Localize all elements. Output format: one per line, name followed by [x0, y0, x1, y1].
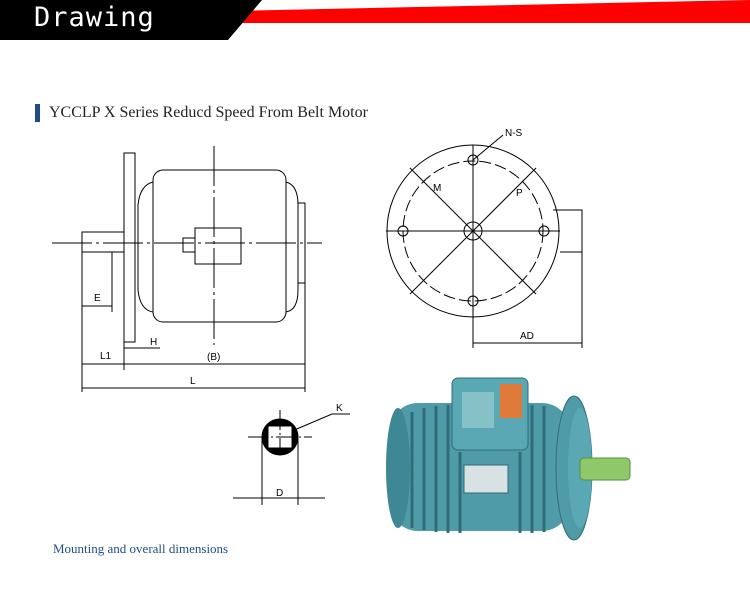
label-ad: AD [520, 331, 534, 342]
label-k: K [336, 403, 343, 414]
body-rear-curve [285, 181, 299, 313]
shaft-section-view [233, 410, 350, 505]
label-d: D [276, 488, 283, 499]
label-e: E [94, 293, 101, 304]
terminal-box [194, 227, 242, 265]
motor-end-view [386, 134, 583, 348]
label-ns: N-S [505, 128, 523, 139]
label-l1: L1 [100, 351, 112, 362]
terminal-plug [182, 237, 196, 253]
header-bar: Drawing [0, 0, 750, 40]
header-red-stripe [180, 0, 750, 23]
end-diagonal-2 [409, 167, 537, 295]
label-p: P [516, 188, 523, 199]
header-black-block [0, 0, 262, 40]
label-l: L [190, 376, 196, 387]
motor-body [152, 169, 287, 323]
motor-side-view [52, 146, 322, 392]
side-terminal-box [553, 209, 583, 253]
label-m: M [433, 183, 441, 194]
electric-motor-photo [386, 377, 631, 541]
shaft [81, 231, 125, 253]
label-h: H [150, 337, 157, 348]
caption: Mounting and overall dimensions [53, 541, 229, 556]
rear-cap [297, 202, 306, 284]
flange-plate [123, 152, 136, 343]
label-b: (B) [207, 352, 220, 363]
section-title: YCCLP X Series Reducd Speed From Belt Mo… [49, 104, 368, 121]
leader-k [291, 413, 350, 432]
body-front-curve [137, 181, 154, 313]
leader-ns [472, 134, 504, 161]
section-marker [35, 104, 40, 122]
header-title: Drawing [34, 2, 155, 33]
